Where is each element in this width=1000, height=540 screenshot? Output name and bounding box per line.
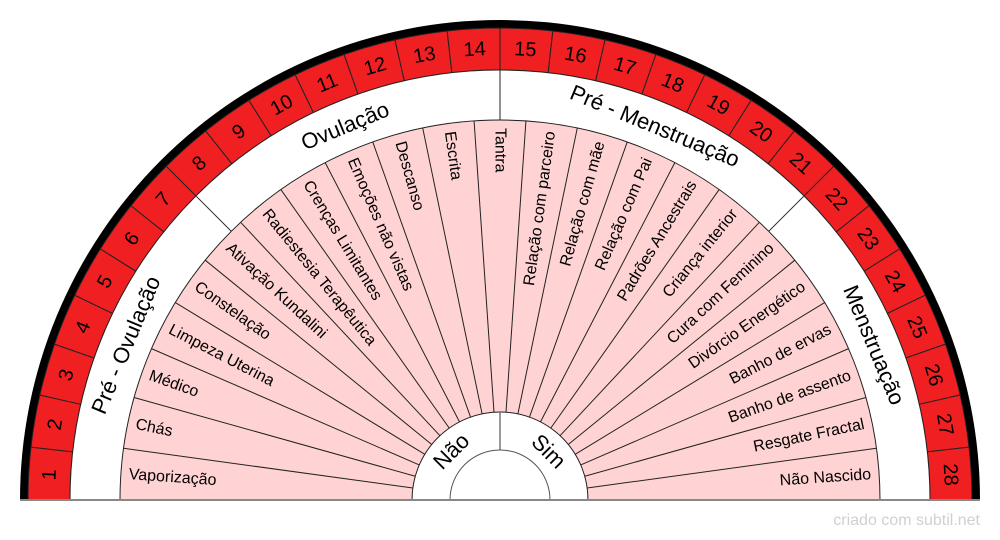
option-divider [587,447,877,489]
day-number: 15 [514,38,537,61]
day-number: 16 [563,43,589,68]
option-divider [175,302,426,455]
option-divider [540,162,676,423]
option-divider [151,348,420,466]
day-number: 14 [463,38,486,61]
option-divider [517,127,578,414]
option-divider [133,396,416,477]
option-divider [422,127,483,414]
option-divider [559,221,760,437]
phase-divider [195,195,232,232]
option-divider [580,348,849,466]
option-divider [204,259,433,445]
day-number: 28 [939,463,962,486]
day-number: 27 [932,412,957,438]
option-divider [550,189,720,429]
options-band [119,119,881,501]
phase-divider [768,195,805,232]
option-divider [528,141,628,418]
option-divider [505,120,527,413]
credit-text: criado com subtil.net [833,512,980,529]
option-label: Vaporização [128,466,217,489]
option-divider [372,141,472,418]
option-label: Tantra [492,128,509,173]
center-hole [449,449,551,501]
day-number: 2 [44,417,68,432]
option-divider [567,259,796,445]
option-label: Não Nascido [779,466,872,489]
option-divider [324,162,460,423]
day-number: 1 [38,469,61,481]
option-divider [473,120,495,413]
option-label: Escrita [441,130,465,181]
option-divider [123,447,413,489]
option-divider [574,302,825,455]
option-divider [584,396,867,477]
option-divider [280,189,450,429]
day-number: 13 [412,43,438,68]
option-divider [240,221,441,437]
